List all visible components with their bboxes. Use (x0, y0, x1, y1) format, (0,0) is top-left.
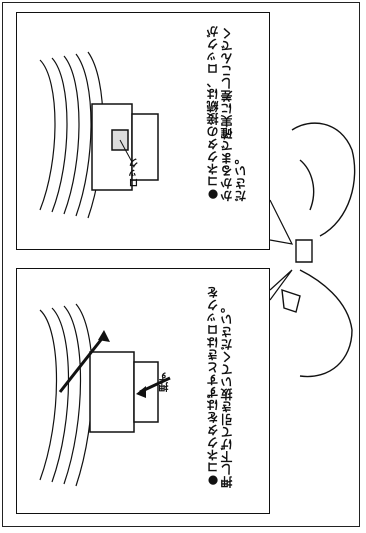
disconnect-note: ●コネクタをはずすときはロックを押し下げて引き抜いてください。 (206, 286, 234, 488)
lock-leader-line (119, 139, 133, 163)
speech-pointer-bottom (269, 269, 293, 301)
connector-top (91, 103, 159, 191)
ribbon-cable-bottom (39, 303, 94, 487)
push-callout: 押す (160, 372, 171, 392)
connector-bottom (89, 351, 159, 433)
pull-arrow (58, 335, 106, 393)
lock-callout: ロック (130, 158, 141, 188)
pull-arrowhead (98, 330, 110, 342)
ribbon-cable-top (39, 51, 104, 219)
speech-pointer-top (269, 199, 294, 245)
hand-illustration (281, 122, 356, 378)
connect-instruction-panel (16, 12, 270, 250)
push-arrowhead (136, 386, 146, 398)
page-frame (2, 2, 360, 527)
connect-note: ●コネクタの接続は、ロックがかかるまで確実に差しこんでください。 (206, 25, 248, 202)
